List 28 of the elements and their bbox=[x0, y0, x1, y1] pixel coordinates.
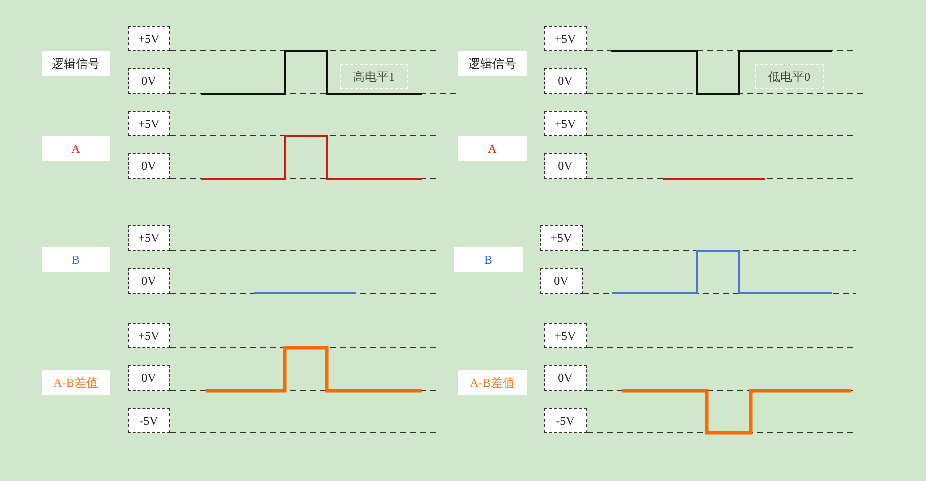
signal-name-box: A bbox=[42, 136, 110, 161]
signal-name-box: 逻辑信号 bbox=[458, 51, 527, 76]
voltage-box: 0V bbox=[128, 153, 170, 179]
voltage-box: +5V bbox=[544, 111, 587, 136]
voltage-box: +5V bbox=[540, 225, 583, 251]
voltage-box: 0V bbox=[128, 68, 170, 94]
signal-name-box: A-B差值 bbox=[458, 370, 527, 395]
voltage-box: +5V bbox=[544, 323, 587, 348]
voltage-box: 0V bbox=[128, 365, 170, 391]
note-box: 低电平0 bbox=[755, 64, 824, 89]
signal-name-box: A bbox=[458, 136, 527, 161]
signal-name-box: B bbox=[42, 247, 110, 272]
voltage-box: +5V bbox=[544, 26, 587, 51]
signal-name-box: 逻辑信号 bbox=[42, 51, 110, 76]
voltage-box: +5V bbox=[128, 26, 170, 51]
voltage-box: 0V bbox=[544, 365, 587, 391]
voltage-box: +5V bbox=[128, 111, 170, 136]
voltage-box: -5V bbox=[544, 408, 587, 433]
signal-name-box: A-B差值 bbox=[42, 370, 110, 395]
voltage-box: +5V bbox=[128, 323, 170, 348]
voltage-box: 0V bbox=[128, 268, 170, 294]
voltage-box: -5V bbox=[128, 408, 170, 433]
voltage-box: +5V bbox=[128, 225, 170, 251]
voltage-box: 0V bbox=[544, 153, 587, 179]
signal-name-box: B bbox=[454, 247, 523, 272]
voltage-box: 0V bbox=[544, 68, 587, 94]
note-box: 高电平1 bbox=[340, 64, 408, 89]
voltage-box: 0V bbox=[540, 268, 583, 294]
